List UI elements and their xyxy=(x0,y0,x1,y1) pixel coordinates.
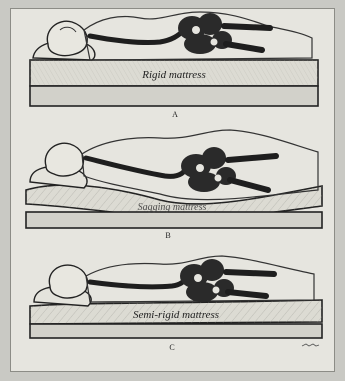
panel-b-spine xyxy=(86,158,190,176)
panel-a-femur-upper xyxy=(224,26,270,28)
panel-a-spine xyxy=(90,30,184,43)
panel-c-mattress-base xyxy=(30,324,322,338)
panel-a-femur-lower xyxy=(226,44,262,50)
panel-c-femur-upper xyxy=(226,272,274,274)
panel-b-mattress-base xyxy=(26,212,322,228)
panel-b: Sagging mattress B xyxy=(26,130,322,240)
panel-c-letter: C xyxy=(169,343,174,352)
panel-b-femur-upper xyxy=(228,156,276,160)
panel-a-head xyxy=(47,21,87,55)
panel-a: Rigid mattress A xyxy=(30,12,318,119)
panel-c-head xyxy=(49,265,87,298)
panel-c-spine xyxy=(90,276,188,287)
panel-b-femur-lower xyxy=(230,180,268,190)
panel-b-head xyxy=(45,143,83,176)
panel-c: Semi-rigid mattress C xyxy=(30,256,322,352)
panel-c-femur-lower xyxy=(228,292,266,296)
panel-b-letter: B xyxy=(165,231,170,240)
panel-c-pelvis xyxy=(180,259,234,302)
panel-a-letter: A xyxy=(172,110,178,119)
panel-c-mattress-label: Semi-rigid mattress xyxy=(133,309,219,321)
panel-a-pelvis xyxy=(178,13,232,54)
panel-b-mattress-label: Sagging mattress xyxy=(138,202,207,213)
panel-b-pelvis xyxy=(181,147,236,192)
artist-signature-mark xyxy=(302,344,319,346)
panel-a-mattress-label: Rigid mattress xyxy=(141,69,205,81)
panel-a-mattress xyxy=(30,60,318,106)
